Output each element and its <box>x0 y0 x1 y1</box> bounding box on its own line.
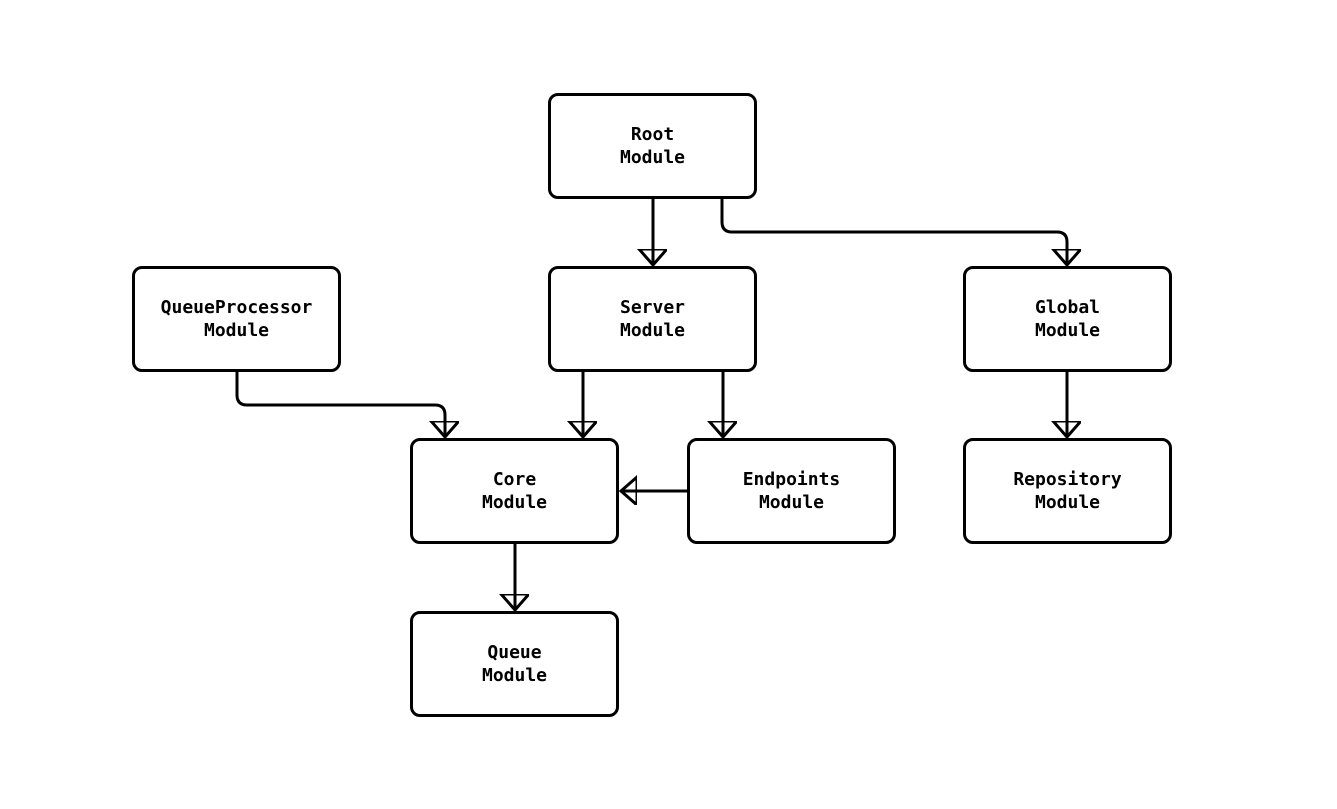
node-root-module-label: Root Module <box>619 124 686 168</box>
node-endpoints-module: Endpoints Module <box>687 438 896 544</box>
node-server-module-label: Server Module <box>619 297 686 341</box>
node-global-module: Global Module <box>963 266 1172 372</box>
node-root-module: Root Module <box>548 93 757 199</box>
node-queue-module: Queue Module <box>410 611 619 717</box>
node-queueprocessor-module: QueueProcessor Module <box>132 266 341 372</box>
node-queue-module-label: Queue Module <box>481 642 548 686</box>
node-core-module: Core Module <box>410 438 619 544</box>
node-endpoints-module-label: Endpoints Module <box>742 469 841 513</box>
edge-root-to-global <box>720 198 1067 265</box>
node-server-module: Server Module <box>548 266 757 372</box>
node-repository-module-label: Repository Module <box>1013 469 1122 513</box>
edge-queueprocessor-to-core <box>235 372 445 437</box>
node-repository-module: Repository Module <box>963 438 1172 544</box>
node-global-module-label: Global Module <box>1034 297 1101 341</box>
node-core-module-label: Core Module <box>481 469 548 513</box>
node-queueprocessor-module-label: QueueProcessor Module <box>160 297 313 341</box>
